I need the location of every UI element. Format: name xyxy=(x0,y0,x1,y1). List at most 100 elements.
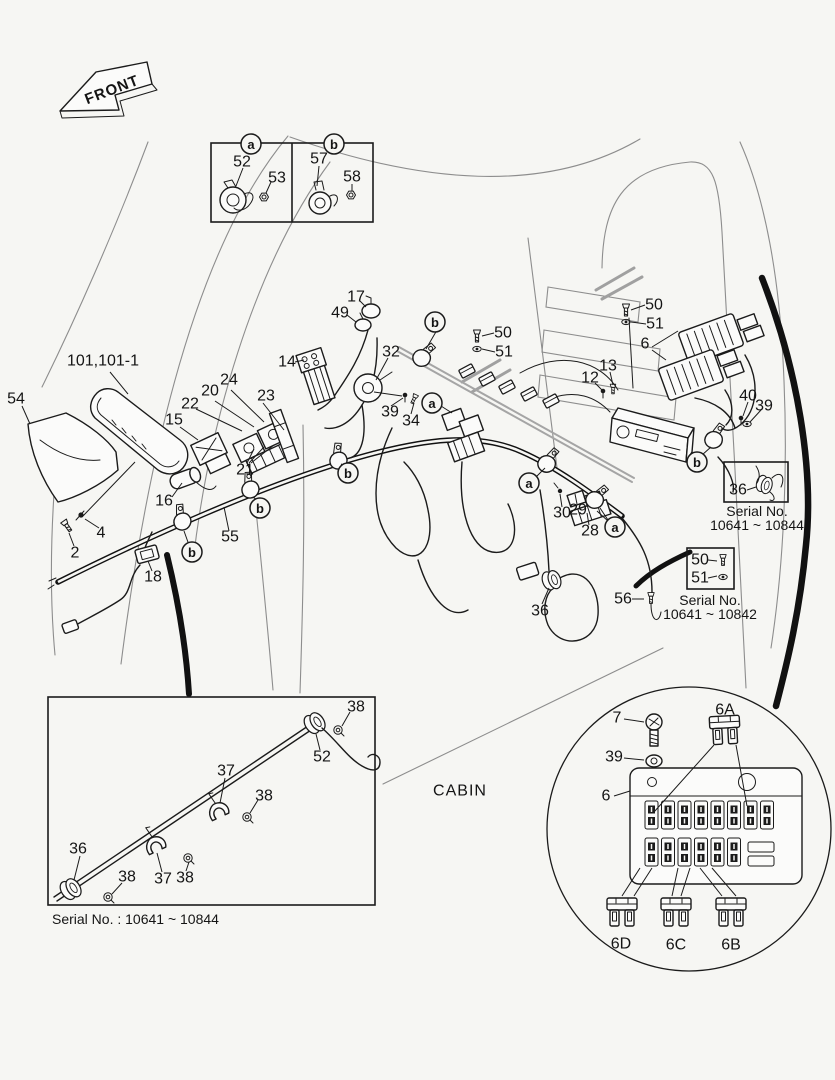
part-callout-34: 34 xyxy=(402,413,420,430)
relay-block xyxy=(440,405,486,463)
part-callout-7: 7 xyxy=(613,710,622,727)
part-callout-55: 55 xyxy=(221,529,239,546)
part-callout-51: 51 xyxy=(691,570,709,587)
grommet-36-mid xyxy=(515,561,564,605)
part-callout-6: 6 xyxy=(602,788,611,805)
part-callout-13: 13 xyxy=(599,358,617,375)
view-marker-b: b xyxy=(323,133,345,155)
instrument-cluster-101 xyxy=(81,371,189,518)
part-callout-6: 6 xyxy=(641,336,650,353)
connector-18 xyxy=(61,506,230,634)
part-callout-39: 39 xyxy=(755,398,773,415)
horn-a xyxy=(219,167,272,214)
view-marker-b: b xyxy=(424,311,446,333)
view-marker-letter: b xyxy=(188,545,196,560)
part-callout-56: 56 xyxy=(614,591,632,608)
part-callout-58: 58 xyxy=(343,169,361,186)
screw-7 xyxy=(623,713,663,747)
view-marker-a: a xyxy=(604,516,626,538)
inset-bottom-left: Serial No. : 10641 ~ 10844 xyxy=(47,696,381,927)
part-callout-49: 49 xyxy=(331,305,349,322)
part-callout-6A: 6A xyxy=(715,702,735,719)
part-callout-6D: 6D xyxy=(611,936,631,953)
serial-box-right: Serial No. 10641 ~ 10844 xyxy=(710,461,804,533)
serial-mid-line2: 10641 ~ 10842 xyxy=(663,606,757,622)
part-callout-24: 24 xyxy=(220,372,238,389)
part-callout-101,101-1: 101,101-1 xyxy=(67,353,139,370)
part-callout-16: 16 xyxy=(155,493,173,510)
view-marker-letter: b xyxy=(693,455,701,470)
view-marker-letter: b xyxy=(344,466,352,481)
part-callout-51: 51 xyxy=(646,316,664,333)
cover-54 xyxy=(27,412,119,503)
screw-box-5051: Serial No. 10641 ~ 10842 xyxy=(663,547,757,622)
cabin-label: CABIN xyxy=(433,783,487,800)
section-break-arcs xyxy=(164,274,812,710)
front-arrow: FRONT xyxy=(59,61,158,119)
horn-32 xyxy=(353,357,403,403)
part-callout-37: 37 xyxy=(154,871,172,888)
part-callout-54: 54 xyxy=(7,391,25,408)
part-callout-2: 2 xyxy=(71,545,80,562)
part-callout-38: 38 xyxy=(255,788,273,805)
part-callout-14: 14 xyxy=(278,354,296,371)
part-callout-50: 50 xyxy=(494,325,512,342)
view-marker-letter: a xyxy=(525,476,533,491)
part-callout-51: 51 xyxy=(495,344,513,361)
part-callout-6B: 6B xyxy=(721,937,741,954)
part-callout-40: 40 xyxy=(739,388,757,405)
part-callout-12: 12 xyxy=(581,370,599,387)
view-marker-letter: b xyxy=(431,315,439,330)
part-callout-57: 57 xyxy=(310,151,328,168)
view-marker-a: a xyxy=(421,392,443,414)
right-clamp xyxy=(694,397,762,493)
part-callout-52: 52 xyxy=(313,749,331,766)
part-callout-29: 29 xyxy=(569,502,587,519)
screw-2 xyxy=(60,518,75,547)
part-callout-4: 4 xyxy=(97,525,106,542)
view-marker-b: b xyxy=(686,451,708,473)
serial-right-line1: Serial No. xyxy=(726,503,787,519)
view-marker-a: a xyxy=(240,133,262,155)
fuse-detail-circle xyxy=(546,686,832,972)
screws-12-13 xyxy=(594,371,617,399)
view-marker-b: b xyxy=(249,497,271,519)
sensor-16 xyxy=(169,466,217,498)
view-marker-b: b xyxy=(337,462,359,484)
part-callout-17: 17 xyxy=(347,289,365,306)
part-callout-38: 38 xyxy=(347,699,365,716)
misc-leaders xyxy=(21,405,31,425)
part-callout-15: 15 xyxy=(165,412,183,429)
part-callout-18: 18 xyxy=(144,569,162,586)
part-callout-20: 20 xyxy=(201,383,219,400)
part-callout-23: 23 xyxy=(257,388,275,405)
part-callout-22: 22 xyxy=(181,396,199,413)
fuse-box-6 xyxy=(613,767,803,885)
view-marker-letter: b xyxy=(330,137,338,152)
serial-right-line2: 10641 ~ 10844 xyxy=(710,517,804,533)
pin-4 xyxy=(75,510,100,529)
part-callout-36: 36 xyxy=(729,482,747,499)
part-callout-38: 38 xyxy=(176,870,194,887)
view-marker-letter: a xyxy=(611,520,619,535)
part-callout-32: 32 xyxy=(382,344,400,361)
screw-50-51-left xyxy=(472,329,496,353)
view-marker-letter: b xyxy=(256,501,264,516)
part-callout-6C: 6C xyxy=(666,937,686,954)
horn-detail-boxes xyxy=(210,142,374,223)
washer-39 xyxy=(623,754,663,768)
marker-layer: a b b a b b b a a b xyxy=(181,133,708,563)
screw-56 xyxy=(632,592,662,620)
part-callout-39: 39 xyxy=(605,749,623,766)
part-callout-37: 37 xyxy=(217,763,235,780)
part-callout-39: 39 xyxy=(381,404,399,421)
part-callout-53: 53 xyxy=(268,170,286,187)
view-marker-a: a xyxy=(518,472,540,494)
knobs-17-49 xyxy=(346,295,381,332)
part-callout-21: 21 xyxy=(236,462,254,479)
part-callout-38: 38 xyxy=(118,869,136,886)
inset-serial-note: Serial No. : 10641 ~ 10844 xyxy=(52,911,219,927)
